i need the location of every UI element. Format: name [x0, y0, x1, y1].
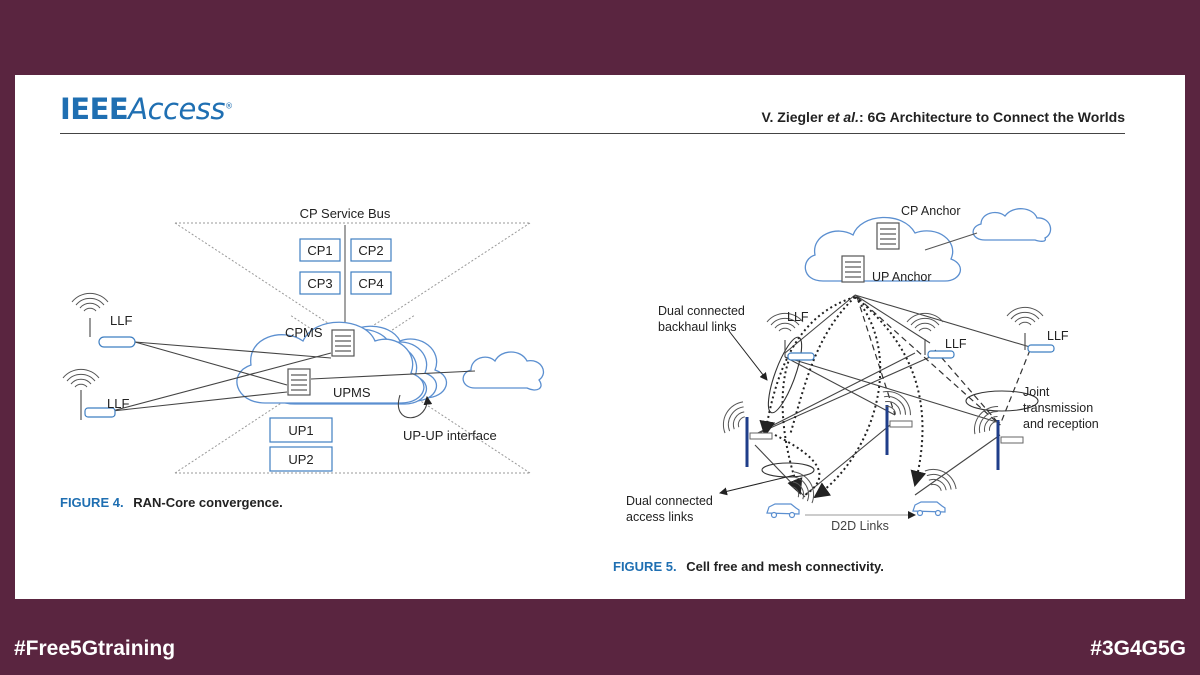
up1-box	[269, 417, 333, 443]
cp1-box	[299, 238, 341, 262]
figure-4-caption: FIGURE 4. RAN-Core convergence.	[60, 495, 283, 510]
llf-unit-icon	[927, 350, 955, 359]
cp-anchor-label: CP Anchor	[901, 204, 961, 218]
cp4-box	[350, 271, 392, 295]
running-head-title: : 6G Architecture to Connect the Worlds	[858, 109, 1125, 125]
car-icon	[912, 501, 946, 517]
llf-unit-icon	[787, 352, 815, 361]
figure-4-diagram: CP Service Bus CP1 CP2 CP3 CP4 CPMS UPMS…	[62, 206, 544, 474]
llf-unit-icon	[1027, 344, 1055, 353]
llf-3-label: LLF	[1047, 329, 1069, 343]
fig5-annotation-arrows	[719, 330, 796, 496]
upms-server-icon	[287, 368, 311, 396]
cp1-label: CP1	[307, 243, 332, 258]
up2-label: UP2	[288, 452, 313, 467]
llf-unit-icon	[98, 336, 136, 348]
joint-label-line2: transmission	[1023, 401, 1093, 415]
joint-label-line1: Joint	[1023, 385, 1050, 399]
up2-box	[269, 446, 333, 472]
header-rule	[60, 133, 1125, 134]
cp-anchor-server-icon	[876, 222, 900, 250]
core-cloud	[236, 321, 447, 405]
journal-logo-italic: Access	[128, 92, 226, 126]
backhaul-label-line1: Dual connected	[658, 304, 745, 318]
remote-cloud-fig5	[972, 208, 1052, 242]
llf-bottom-label: LLF	[107, 396, 129, 411]
car-wave-icon	[919, 462, 961, 498]
llf-2-label: LLF	[945, 337, 967, 351]
running-head: V. Ziegler et al.: 6G Architecture to Co…	[761, 109, 1125, 125]
fig4-links	[111, 341, 476, 419]
access-label-line2: access links	[626, 510, 693, 524]
fig5-dashed-links	[856, 296, 1031, 426]
d2d-label: D2D Links	[831, 519, 889, 533]
llf-unit-icon	[84, 407, 116, 418]
footer-hashtag-right: #3G4G5G	[1090, 637, 1186, 660]
remote-cloud	[462, 351, 544, 391]
journal-logo: IEEEAccess®	[60, 92, 233, 126]
figure-4-number: FIGURE 4.	[60, 495, 124, 510]
llf-top-label: LLF	[110, 313, 132, 328]
up-anchor-server-icon	[841, 255, 865, 283]
figure-5-caption: FIGURE 5. Cell free and mesh connectivit…	[613, 559, 884, 574]
cp2-label: CP2	[358, 243, 383, 258]
cp-service-bus-label: CP Service Bus	[300, 206, 391, 221]
running-head-etal: et al.	[827, 109, 859, 125]
figure-4-title: RAN-Core convergence.	[133, 495, 283, 510]
registered-mark: ®	[225, 101, 233, 111]
cpms-server-icon	[331, 329, 355, 357]
up1-label: UP1	[288, 423, 313, 438]
figure-5-title: Cell free and mesh connectivity.	[686, 559, 884, 574]
running-head-authors: V. Ziegler	[761, 109, 828, 125]
up-anchor-label: UP Anchor	[872, 270, 932, 284]
antenna-icon	[62, 368, 100, 388]
cp2-box	[350, 238, 392, 262]
llf-site-top	[71, 292, 136, 348]
llf-site-2	[906, 312, 955, 359]
up-up-interface-label: UP-UP interface	[403, 428, 497, 443]
cpms-label: CPMS	[285, 325, 323, 340]
paper-page: IEEEAccess® V. Ziegler et al.: 6G Archit…	[15, 75, 1185, 599]
upms-label: UPMS	[333, 385, 371, 400]
llf-site-1	[766, 312, 815, 361]
footer-hashtag-left: #Free5Gtraining	[14, 637, 176, 660]
cp4-label: CP4	[358, 276, 383, 291]
cp3-label: CP3	[307, 276, 332, 291]
llf-site-bottom	[62, 368, 116, 420]
access-label-line1: Dual connected	[626, 494, 713, 508]
cp-box-group	[299, 238, 392, 295]
fig5-masts	[745, 405, 1000, 470]
antenna-icon	[71, 292, 109, 312]
cp-bus-frame	[174, 222, 531, 474]
backhaul-label-line2: backhaul links	[658, 320, 737, 334]
fig5-dotted-links	[759, 296, 927, 499]
llf-1-label: LLF	[787, 310, 809, 324]
car-icon	[766, 503, 800, 519]
figure-5-diagram: CP Anchor UP Anchor LLF LLF LLF Dual con…	[626, 204, 1099, 533]
journal-logo-bold: IEEE	[60, 92, 129, 126]
figure-5-number: FIGURE 5.	[613, 559, 677, 574]
llf-site-3	[1006, 306, 1055, 353]
antenna-icon	[1006, 306, 1044, 326]
joint-label-line3: and reception	[1023, 417, 1099, 431]
figures-canvas: CP Service Bus CP1 CP2 CP3 CP4 CPMS UPMS…	[60, 204, 1099, 574]
cp3-box	[299, 271, 341, 295]
